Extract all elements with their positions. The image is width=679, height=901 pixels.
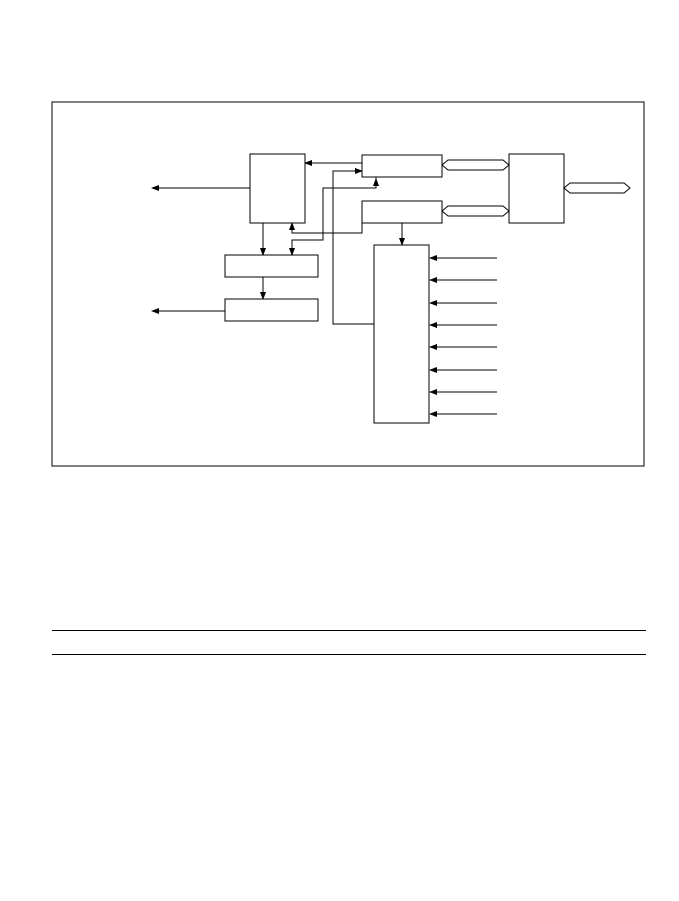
table-rule-top	[52, 630, 646, 631]
bus-upper	[441, 159, 510, 171]
block-right	[508, 153, 565, 224]
block-tall-input	[373, 244, 430, 424]
path-middle-to-upper-left	[289, 212, 363, 234]
block-upper-left	[249, 153, 306, 224]
bus-middle	[441, 205, 510, 217]
block-middle	[361, 200, 443, 224]
block-lower-left-1	[224, 254, 319, 278]
block-upper-middle	[361, 154, 443, 178]
block-lower-left-2	[224, 298, 319, 322]
input-lines	[429, 255, 497, 417]
diagram-frame	[51, 101, 645, 467]
bus-right	[563, 182, 631, 194]
path-tall-to-upper-middle	[332, 168, 374, 325]
table-rule-bottom	[52, 654, 646, 655]
